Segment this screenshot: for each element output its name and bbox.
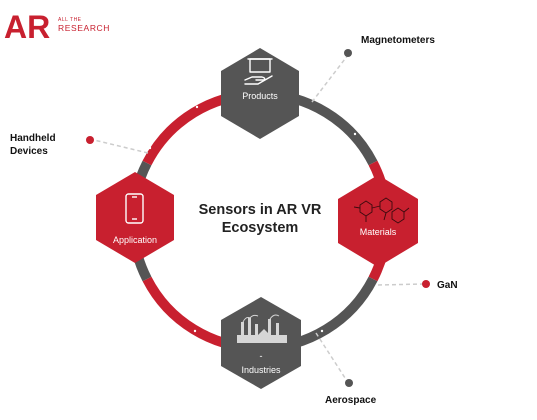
industries-dash: - <box>260 351 263 361</box>
node-products: Products <box>221 48 299 139</box>
logo-tagline-big: RESEARCH <box>58 23 110 33</box>
hand-with-box-icon <box>244 58 273 85</box>
callout-magnetometers: Magnetometers <box>361 35 435 46</box>
dot-aerospace <box>345 379 353 387</box>
leader-lines <box>93 54 424 382</box>
center-title-line2: Ecosystem <box>222 220 299 236</box>
hexagon-materials <box>338 175 418 267</box>
label-products: Products <box>242 91 278 101</box>
node-industries: - Industries <box>221 297 301 389</box>
ring-ticks <box>148 105 357 333</box>
node-application: Application <box>96 172 174 263</box>
dot-gan <box>422 280 430 288</box>
label-materials: Materials <box>360 227 397 237</box>
leader-handheld <box>93 139 149 154</box>
label-application: Application <box>113 235 157 245</box>
factory-icon <box>237 318 287 343</box>
callout-labels: Magnetometers Handheld Devices GaN Aeros… <box>10 35 458 406</box>
logo-mark: AR <box>4 9 50 45</box>
callout-handheld-line1: Handheld <box>10 133 56 144</box>
dot-magnetometers <box>344 49 352 57</box>
molecule-structure-icon <box>353 197 410 224</box>
hexagon-application <box>96 172 174 263</box>
label-industries: Industries <box>241 365 281 375</box>
callout-dots <box>86 49 430 387</box>
callout-handheld-line2: Devices <box>10 146 48 157</box>
center-title: Sensors in AR VR Ecosystem <box>199 202 322 236</box>
node-materials: Materials <box>338 175 418 267</box>
callout-aerospace: Aerospace <box>325 395 377 406</box>
leader-gan <box>377 283 424 286</box>
dot-handheld <box>86 136 94 144</box>
leader-aerospace <box>315 332 348 382</box>
center-title-line1: Sensors in AR VR <box>199 202 322 218</box>
logo-tagline-small: ALL THE <box>58 17 82 23</box>
smartphone-icon <box>125 193 144 224</box>
logo: AR ALL THE RESEARCH <box>4 9 110 45</box>
callout-gan: GaN <box>437 280 458 291</box>
leader-magnetometers <box>311 54 349 103</box>
hexagon-products <box>221 48 299 139</box>
